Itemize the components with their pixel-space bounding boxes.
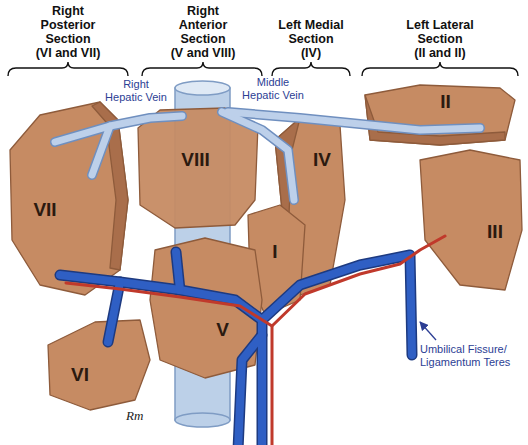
- right-hepatic-artery: [66, 283, 272, 445]
- liver-segment: III: [483, 219, 507, 245]
- segment-number: I: [272, 241, 277, 263]
- segment-shape: [365, 85, 515, 145]
- vein-outline: [55, 112, 480, 200]
- section-heading-group: Left Medial Section(IV): [265, 0, 357, 60]
- segment-number: VII: [33, 199, 56, 221]
- section-heading: Left Medial Section: [265, 18, 357, 46]
- vessel-label: Right Hepatic Vein: [104, 78, 168, 104]
- section-heading: Left Lateral Section: [390, 18, 490, 46]
- segment-number: IV: [313, 149, 331, 171]
- label-holder: Umbilical Fissure/ Ligamentum Teres: [420, 343, 522, 369]
- left-portal-vein: [262, 255, 412, 355]
- segment-number: VIII: [181, 149, 210, 171]
- vein-fill: [55, 112, 480, 200]
- left-portal-vein: [262, 255, 412, 355]
- portal-tributary: [238, 335, 262, 445]
- portal-branch: [108, 282, 120, 342]
- portal-outline: [60, 252, 412, 445]
- bracket: [272, 62, 350, 76]
- left-hepatic-vein: [228, 112, 480, 130]
- section-segments: (V and VIII): [171, 46, 236, 60]
- right-hepatic-vein: [55, 116, 182, 142]
- portal-branch: [176, 252, 180, 290]
- segment-shape: [10, 102, 128, 295]
- portal-branch: [176, 252, 180, 290]
- middle-hepatic-vein: [222, 112, 294, 200]
- liver-segment: VII: [29, 197, 61, 223]
- section-segments: (II and II): [414, 46, 465, 60]
- right-portal-vein: [60, 275, 262, 445]
- liver-segment: IV: [309, 147, 335, 173]
- bracket: [8, 62, 128, 76]
- signature: Rm: [126, 408, 160, 424]
- label-holder: Middle Hepatic Vein: [238, 76, 308, 102]
- vein-branch: [92, 126, 110, 175]
- leader-arrow: [420, 322, 436, 340]
- portal-vein: [60, 252, 412, 445]
- section-segments: (IV): [301, 46, 321, 60]
- liver-segment: V: [212, 317, 233, 343]
- section-heading: Right Posterior Section: [28, 4, 108, 46]
- bracket: [362, 62, 518, 76]
- hepatic-veins: [55, 112, 480, 200]
- section-heading-group: Right Posterior Section(VI and VII): [28, 0, 108, 60]
- vena-cava-end: [175, 413, 230, 427]
- segment-number: VI: [71, 364, 89, 386]
- vessel-label: Umbilical Fissure/ Ligamentum Teres: [420, 343, 522, 369]
- section-heading: Right Anterior Section: [162, 4, 244, 46]
- vessel-label: Middle Hepatic Vein: [238, 76, 308, 102]
- left-hepatic-artery: [272, 236, 445, 326]
- segment-number: III: [487, 221, 503, 243]
- section-heading-group: Left Lateral Section(II and II): [390, 0, 490, 60]
- middle-hepatic-vein: [222, 112, 294, 200]
- liver-segment: I: [268, 239, 282, 265]
- section-segments: (VI and VII): [36, 46, 101, 60]
- segment-side: [365, 95, 505, 145]
- section-heading-group: Right Anterior Section(V and VIII): [162, 0, 244, 60]
- segment-number: II: [440, 91, 451, 113]
- segment-shape: [48, 320, 150, 410]
- liver-segment: VIII: [177, 147, 214, 173]
- segment-shape: [420, 150, 522, 290]
- label-holder: Rm: [126, 408, 160, 424]
- label-holder: Right Hepatic Vein: [104, 78, 168, 104]
- liver-segment: II: [436, 89, 455, 115]
- section-brackets: [8, 62, 518, 76]
- liver-segment: VI: [67, 362, 93, 388]
- left-hepatic-vein: [228, 112, 480, 130]
- bracket: [142, 62, 262, 76]
- segment-number: V: [216, 319, 229, 341]
- right-portal-vein: [60, 275, 262, 445]
- vena-cava-end: [175, 81, 230, 95]
- hepatic-artery: [66, 236, 445, 445]
- portal-branch: [108, 282, 120, 342]
- right-hepatic-vein: [55, 116, 182, 142]
- segment-shape: [138, 108, 258, 228]
- portal-fill: [60, 252, 412, 445]
